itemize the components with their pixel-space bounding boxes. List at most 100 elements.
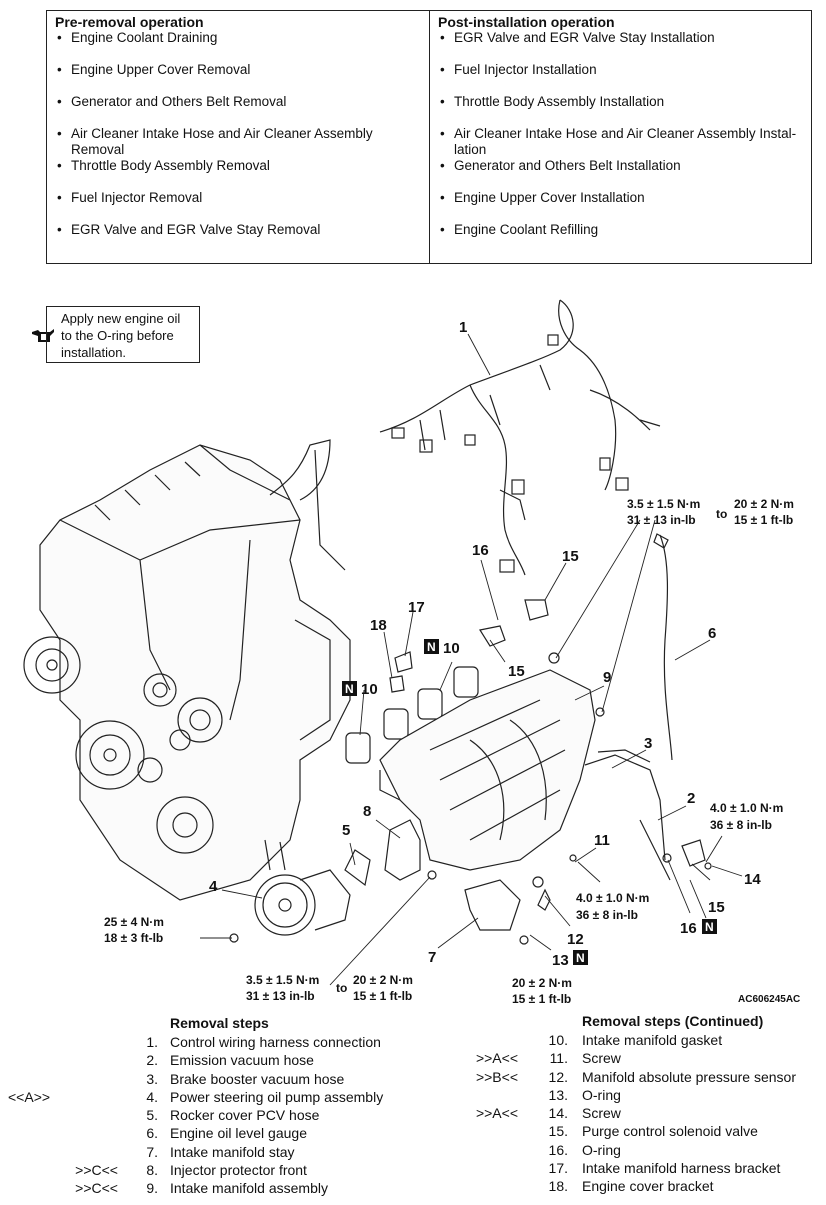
step-name: Intake manifold stay [170, 1143, 295, 1160]
removal-steps-continued-title: Removal steps (Continued) [582, 1013, 764, 1029]
step-number: 6. [146, 1125, 158, 1142]
list-item: Generator and Others Belt Installation [438, 158, 805, 190]
list-item: 10.Intake manifold gasket [460, 1031, 820, 1049]
step-number: 3. [146, 1070, 158, 1087]
callout-18: 18 [370, 617, 387, 634]
removal-steps-left: Removal steps 1.Control wiring harness c… [8, 1014, 408, 1198]
oil-note: Apply new engine oil to the O-ring befor… [46, 306, 200, 363]
oil-gauge-drawing [659, 534, 673, 761]
torque-bottom-to: to [336, 981, 347, 995]
torque-13-ftlb: 15 ± 1 ft-lb [512, 992, 571, 1004]
torque-top-a1: 3.5 ± 1.5 N·m [627, 497, 700, 511]
callout-2: 2 [687, 790, 695, 807]
callout-1: 1 [459, 319, 467, 336]
step-name: Screw [582, 1105, 621, 1122]
list-item: >>C<<9.Intake manifold assembly [8, 1179, 408, 1197]
torque-bottom-b2: 15 ± 1 ft-lb [353, 989, 412, 1003]
step-number: 16. [548, 1141, 568, 1158]
list-item: 1. Control wiring harness connection [8, 1033, 408, 1051]
callout-6: 6 [708, 625, 716, 642]
step-number: 8. [146, 1162, 158, 1179]
step-name: Emission vacuum hose [170, 1052, 314, 1069]
torque-11-nm: 4.0 ± 1.0 N·m [576, 891, 649, 905]
callout-9: 9 [603, 669, 611, 686]
callout-15-right: 15 [708, 899, 725, 916]
leader-lines [200, 333, 743, 986]
torque-14-nm: 4.0 ± 1.0 N·m [710, 801, 783, 815]
step-name: O-ring [582, 1141, 621, 1158]
n-badge: N [427, 640, 436, 654]
list-item: >>B<< 12. Manifold absolute pressure senso… [460, 1068, 820, 1086]
list-item: Engine Coolant Draining [55, 30, 423, 62]
list-item: 15.Purge control solenoid valve [460, 1122, 820, 1140]
list-item: Throttle Body Assembly Removal [55, 158, 423, 190]
list-item: Engine Upper Cover Installation [438, 190, 805, 222]
torque-11-inlb: 36 ± 8 in-lb [576, 908, 638, 922]
pre-removal-list: Engine Coolant Draining Engine Upper Cov… [55, 30, 423, 254]
procedure-mark: >>B<< [475, 1068, 518, 1085]
torque-top-a2: 31 ± 13 in-lb [627, 513, 696, 527]
callout-15-top: 15 [562, 548, 579, 565]
n-badge: N [345, 682, 354, 696]
step-number: 18. [548, 1178, 568, 1195]
torque-4-ftlb: 18 ± 3 ft-lb [104, 931, 163, 945]
list-item: >>C<< 8. Injector protector front [8, 1161, 408, 1179]
list-item: 13.O-ring [460, 1086, 820, 1104]
callout-10-right: 10 [443, 640, 460, 657]
pre-removal-column: Pre-removal operation Engine Coolant Dra… [47, 11, 429, 263]
step-number: 11. [549, 1050, 568, 1067]
step-number: 1. [146, 1034, 158, 1050]
callout-16-right: 16 [680, 920, 697, 937]
step-name: Engine cover bracket [582, 1178, 714, 1195]
procedure-mark: >>A<< [475, 1105, 518, 1122]
list-item: Engine Upper Cover Removal [55, 62, 423, 94]
torque-bottom-a2: 31 ± 13 in-lb [246, 989, 315, 1003]
step-number: 12. [548, 1068, 568, 1085]
post-installation-title: Post-installation operation [438, 14, 615, 30]
exploded-diagram: 1 2 3 4 5 6 7 8 9 10 10 11 12 13 14 15 1… [23, 299, 794, 1004]
step-name: Brake booster vacuum hose [170, 1070, 345, 1087]
torque-top-b1: 20 ± 2 N·m [734, 497, 794, 511]
n-badge: N [705, 920, 714, 934]
step-name: O-ring [582, 1086, 621, 1103]
torque-13-nm: 20 ± 2 N·m [512, 976, 572, 990]
callout-14: 14 [744, 871, 761, 888]
step-name: Rocker cover PCV hose [170, 1107, 320, 1124]
list-item: 18. Engine cover bracket [460, 1177, 820, 1195]
oil-can-icon [32, 329, 54, 342]
torque-4-nm: 25 ± 4 N·m [104, 915, 164, 929]
step-name: Intake manifold harness bracket [582, 1160, 781, 1177]
wiring-harness-drawing [379, 299, 661, 576]
callout-15-mid: 15 [508, 663, 525, 680]
step-name: Control wiring harness connection [170, 1034, 381, 1050]
procedure-mark: >>C<< [75, 1162, 118, 1179]
power-steering-pump-drawing [254, 839, 351, 936]
list-item: Air Cleaner Intake Hose and Air Cleaner … [438, 126, 805, 158]
post-installation-column: Post-installation operation EGR Valve an… [429, 11, 811, 263]
figure-code: AC606245AC [738, 994, 801, 1005]
torque-top-b2: 15 ± 1 ft-lb [734, 513, 793, 527]
procedure-mark: >>A<< [475, 1050, 518, 1067]
step-name: Manifold absolute pressure sensor [582, 1068, 797, 1085]
procedure-mark: >>C<< [75, 1180, 118, 1197]
step-number: 9. [146, 1180, 158, 1197]
step-number: 5. [146, 1107, 158, 1124]
step-number: 4. [146, 1088, 158, 1105]
callout-13: 13 [552, 952, 569, 969]
procedure-mark: <<A>> [8, 1088, 51, 1105]
step-number: 10. [548, 1032, 568, 1048]
list-item: Engine Coolant Refilling [438, 222, 805, 254]
list-item: Fuel Injector Installation [438, 62, 805, 94]
list-item: >>A<<14.Screw [460, 1104, 820, 1122]
callout-4: 4 [209, 878, 218, 895]
intake-manifold-drawing [344, 666, 706, 931]
list-item: 6. Engine oil level gauge [8, 1124, 408, 1142]
post-installation-list: EGR Valve and EGR Valve Stay Installatio… [438, 30, 805, 254]
step-number: 17. [548, 1160, 568, 1177]
torque-bottom-b1: 20 ± 2 N·m [353, 973, 413, 987]
step-name: Engine oil level gauge [170, 1125, 307, 1142]
list-item: 17. Intake manifold harness bracket [460, 1159, 820, 1177]
callout-17: 17 [408, 599, 425, 616]
step-name: Injector protector front [170, 1162, 307, 1179]
torque-14-inlb: 36 ± 8 in-lb [710, 818, 772, 832]
